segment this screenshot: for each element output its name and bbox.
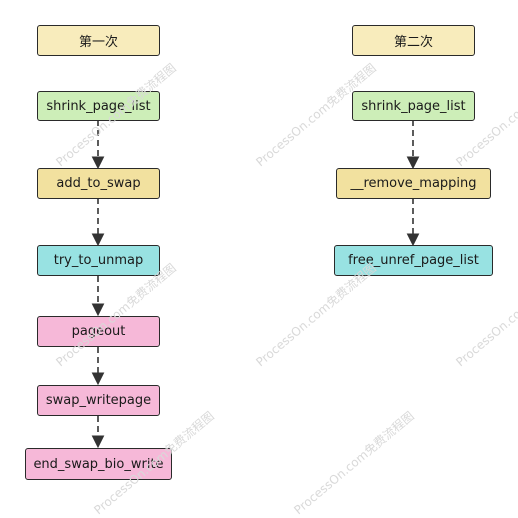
node-pageout: pageout xyxy=(37,316,160,347)
node-try-to-unmap: try_to_unmap xyxy=(37,245,160,276)
node-end-swap-bio-write: end_swap_bio_write xyxy=(25,448,172,480)
node-right-header: 第二次 xyxy=(352,25,475,56)
node-left-shrink-page-list: shrink_page_list xyxy=(37,91,160,121)
node-swap-writepage: swap_writepage xyxy=(37,385,160,416)
node-add-to-swap: add_to_swap xyxy=(37,168,160,199)
node-left-header: 第一次 xyxy=(37,25,160,56)
flow-edges xyxy=(91,120,420,449)
node-right-shrink-page-list: shrink_page_list xyxy=(352,91,475,121)
node-free-unref-page-list: free_unref_page_list xyxy=(334,245,493,276)
node-remove-mapping: __remove_mapping xyxy=(336,168,491,199)
